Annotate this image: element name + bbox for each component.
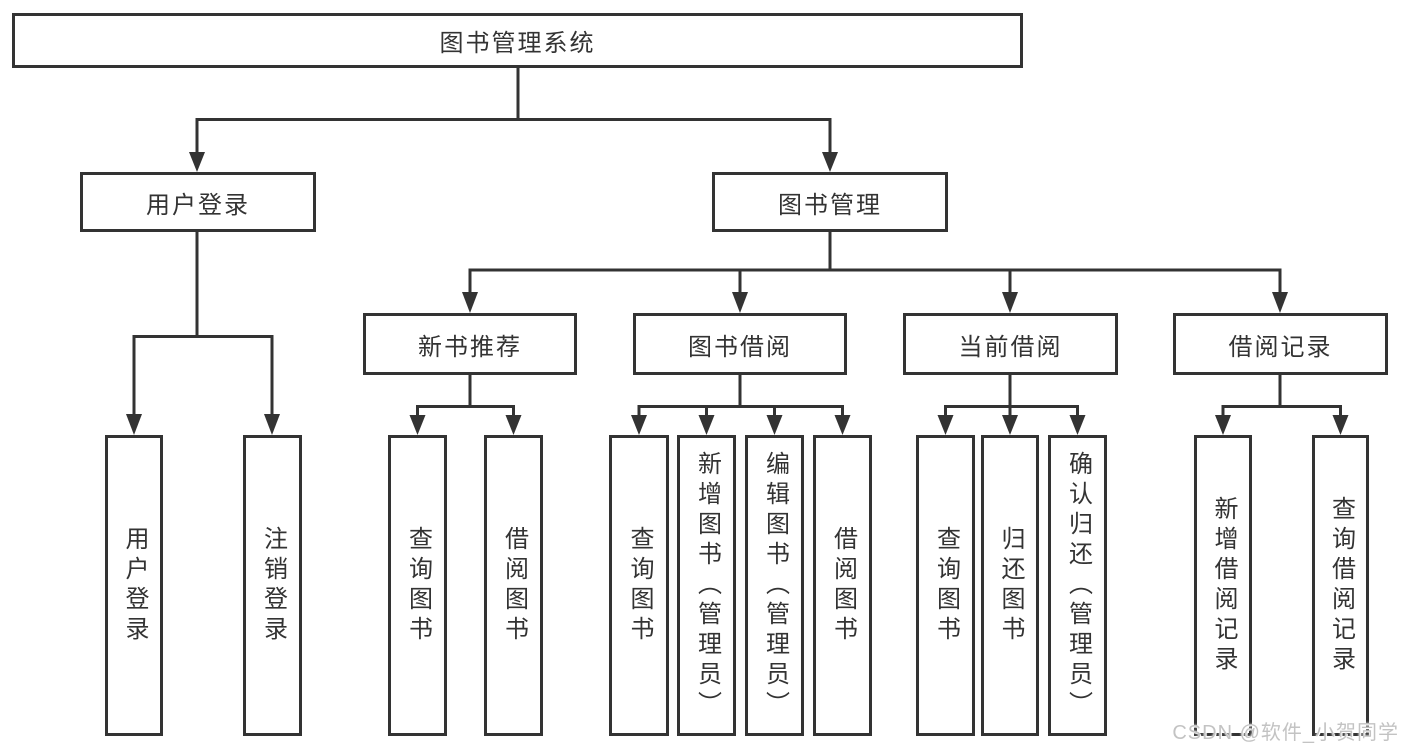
- node-new-book: 新书推荐: [363, 313, 577, 375]
- arrowhead-icon: [766, 415, 783, 435]
- leaf-logout-label: 注销登录: [259, 525, 287, 646]
- arrowhead-icon: [937, 415, 954, 435]
- connector-line: [944, 375, 1079, 417]
- leaf-borrow-book: 借阅图书: [813, 435, 872, 736]
- connector-line: [416, 375, 515, 417]
- csdn-watermark: CSDN @软件_小贺同学: [1172, 722, 1399, 744]
- connector-line: [1221, 375, 1342, 417]
- arrowhead-icon: [1332, 415, 1349, 435]
- node-borrow-record: 借阅记录: [1173, 313, 1388, 375]
- node-book-mgmt: 图书管理: [712, 172, 948, 232]
- arrowhead-icon: [1069, 415, 1086, 435]
- leaf-return-book: 归还图书: [981, 435, 1039, 736]
- connector-user-login-to-leaves: [126, 232, 280, 435]
- arrowhead-icon: [822, 152, 838, 172]
- leaf-user-login-label: 用户登录: [121, 525, 148, 646]
- leaf-current-query-label: 查询图书: [932, 525, 960, 646]
- node-current-borrow: 当前借阅: [903, 313, 1118, 375]
- node-book-borrow-label: 图书借阅: [688, 333, 792, 361]
- leaf-new-book-query: 查询图书: [388, 435, 447, 736]
- arrowhead-icon: [505, 415, 522, 435]
- arrowhead-icon: [189, 152, 205, 172]
- leaf-edit-book-admin: 编辑图书（管理员）: [745, 435, 804, 736]
- leaf-new-book-borrow: 借阅图书: [484, 435, 543, 736]
- connector-root-to-level2: [189, 68, 838, 172]
- connector-line: [195, 68, 832, 154]
- leaf-new-book-query-label: 查询图书: [404, 525, 432, 646]
- connector-line: [132, 232, 274, 416]
- connector-book-mgmt-to-level3: [462, 232, 1288, 313]
- leaf-edit-book-admin-label: 编辑图书（管理员）: [761, 450, 789, 721]
- node-user-login-label: 用户登录: [146, 191, 250, 219]
- leaf-borrow-book-label: 借阅图书: [829, 525, 857, 646]
- arrowhead-icon: [409, 415, 426, 435]
- node-root-label: 图书管理系统: [439, 30, 596, 57]
- node-new-book-label: 新书推荐: [418, 333, 522, 361]
- leaf-query-borrow-record-label: 查询借阅记录: [1327, 495, 1355, 676]
- node-current-borrow-label: 当前借阅: [958, 333, 1063, 361]
- leaf-add-book-admin: 新增图书（管理员）: [677, 435, 736, 736]
- node-book-mgmt-label: 图书管理: [778, 191, 882, 219]
- node-book-borrow: 图书借阅: [633, 313, 847, 375]
- leaf-logout: 注销登录: [243, 435, 302, 736]
- arrowhead-icon: [698, 415, 715, 435]
- leaf-query-borrow-record: 查询借阅记录: [1312, 435, 1369, 736]
- leaf-return-book-label: 归还图书: [997, 525, 1024, 646]
- arrowhead-icon: [631, 415, 647, 435]
- leaf-add-borrow-record: 新增借阅记录: [1194, 435, 1252, 736]
- arrowhead-icon: [1272, 292, 1288, 313]
- leaf-confirm-return-admin-label: 确认归还（管理员）: [1064, 450, 1092, 721]
- leaf-confirm-return-admin: 确认归还（管理员）: [1048, 435, 1107, 736]
- arrowhead-icon: [834, 415, 851, 435]
- arrowhead-icon: [1002, 415, 1018, 435]
- connector-current-borrow-to-leaves: [937, 375, 1086, 435]
- node-borrow-record-label: 借阅记录: [1228, 333, 1333, 361]
- arrowhead-icon: [1215, 415, 1231, 435]
- leaf-add-borrow-record-label: 新增借阅记录: [1210, 495, 1237, 676]
- arrowhead-icon: [462, 292, 478, 313]
- leaf-borrow-query-label: 查询图书: [626, 525, 653, 646]
- leaf-user-login: 用户登录: [105, 435, 163, 736]
- arrowhead-icon: [126, 414, 142, 435]
- leaf-current-query: 查询图书: [916, 435, 975, 736]
- connector-borrow-record-to-leaves: [1215, 375, 1349, 435]
- arrowhead-icon: [732, 292, 748, 313]
- leaf-new-book-borrow-label: 借阅图书: [500, 525, 528, 646]
- connector-line: [637, 375, 844, 417]
- leaf-borrow-query: 查询图书: [609, 435, 669, 736]
- arrowhead-icon: [1002, 292, 1018, 313]
- arrowhead-icon: [264, 414, 280, 435]
- connector-new-book-to-leaves: [409, 375, 522, 435]
- node-user-login: 用户登录: [80, 172, 316, 232]
- connector-line: [468, 232, 1282, 294]
- node-root: 图书管理系统: [12, 13, 1023, 68]
- connector-book-borrow-to-leaves: [631, 375, 851, 435]
- leaf-add-book-admin-label: 新增图书（管理员）: [693, 450, 721, 721]
